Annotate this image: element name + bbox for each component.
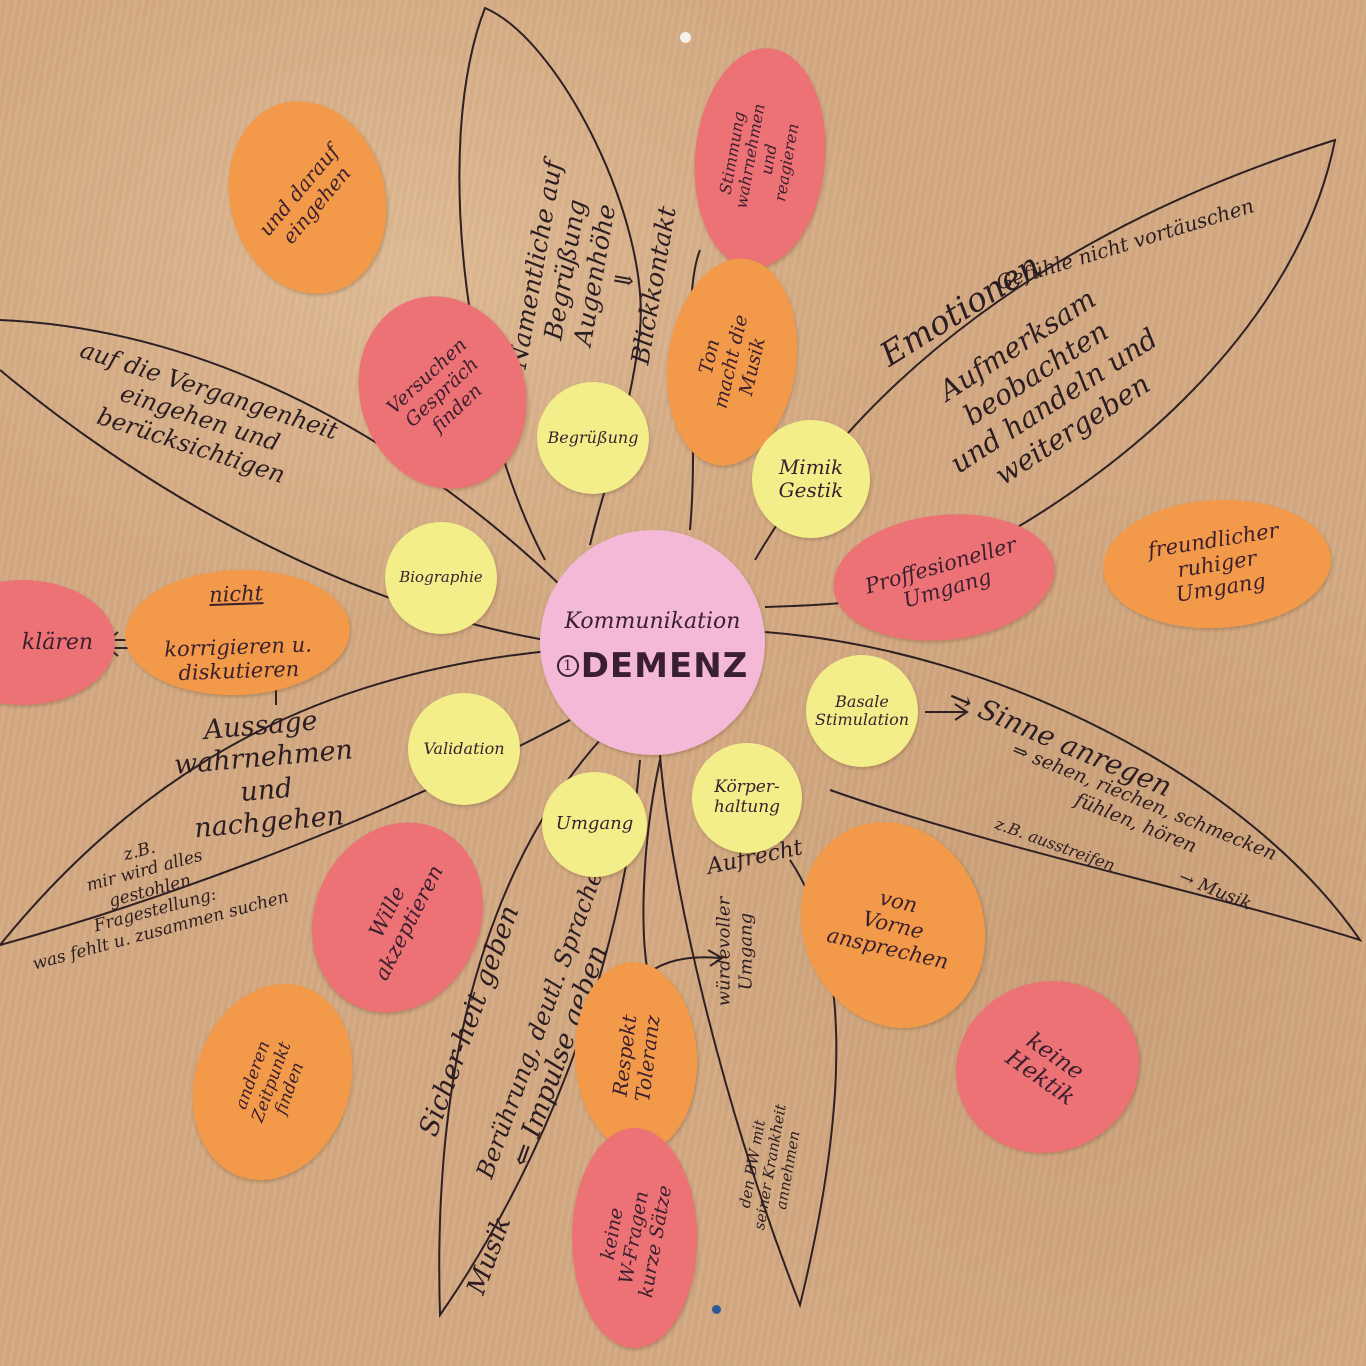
- pin-top: [680, 32, 691, 43]
- note-korrigieren-text: korrigieren u. diskutieren: [163, 631, 313, 685]
- note-keine-w-fragen: keine W-Fragen kurze Sätze: [572, 1128, 697, 1348]
- center-kommunikation-demenz: Kommunikation 1 DEMENZ: [540, 530, 765, 755]
- petal-bottom-small: [642, 759, 661, 981]
- arrow-basale: [925, 703, 969, 721]
- circle-umgang: Umgang: [542, 772, 647, 877]
- center-title: Kommunikation: [564, 609, 741, 635]
- circle-begruessung: Begrüßung: [537, 382, 649, 494]
- pin-bottom: [712, 1305, 721, 1314]
- circle-koerperhaltung: Körper- haltung: [692, 743, 802, 853]
- center-demenz-row: 1 DEMENZ: [556, 645, 749, 686]
- text-wuerdevoller-umgang: würdevoller Umgang: [713, 896, 756, 1007]
- circle-validation: Validation: [408, 693, 520, 805]
- center-marker: 1: [556, 655, 579, 678]
- petal-right-lower: [764, 631, 1363, 942]
- circle-biographie: Biographie: [385, 522, 497, 634]
- circle-mimik-gestik: Mimik Gestik: [752, 420, 870, 538]
- petal-left-lower: [0, 649, 571, 947]
- note-korrigieren-nicht: nicht: [208, 581, 264, 608]
- circle-basale-stimulation: Basale Stimulation: [806, 655, 918, 767]
- center-demenz: DEMENZ: [580, 645, 749, 686]
